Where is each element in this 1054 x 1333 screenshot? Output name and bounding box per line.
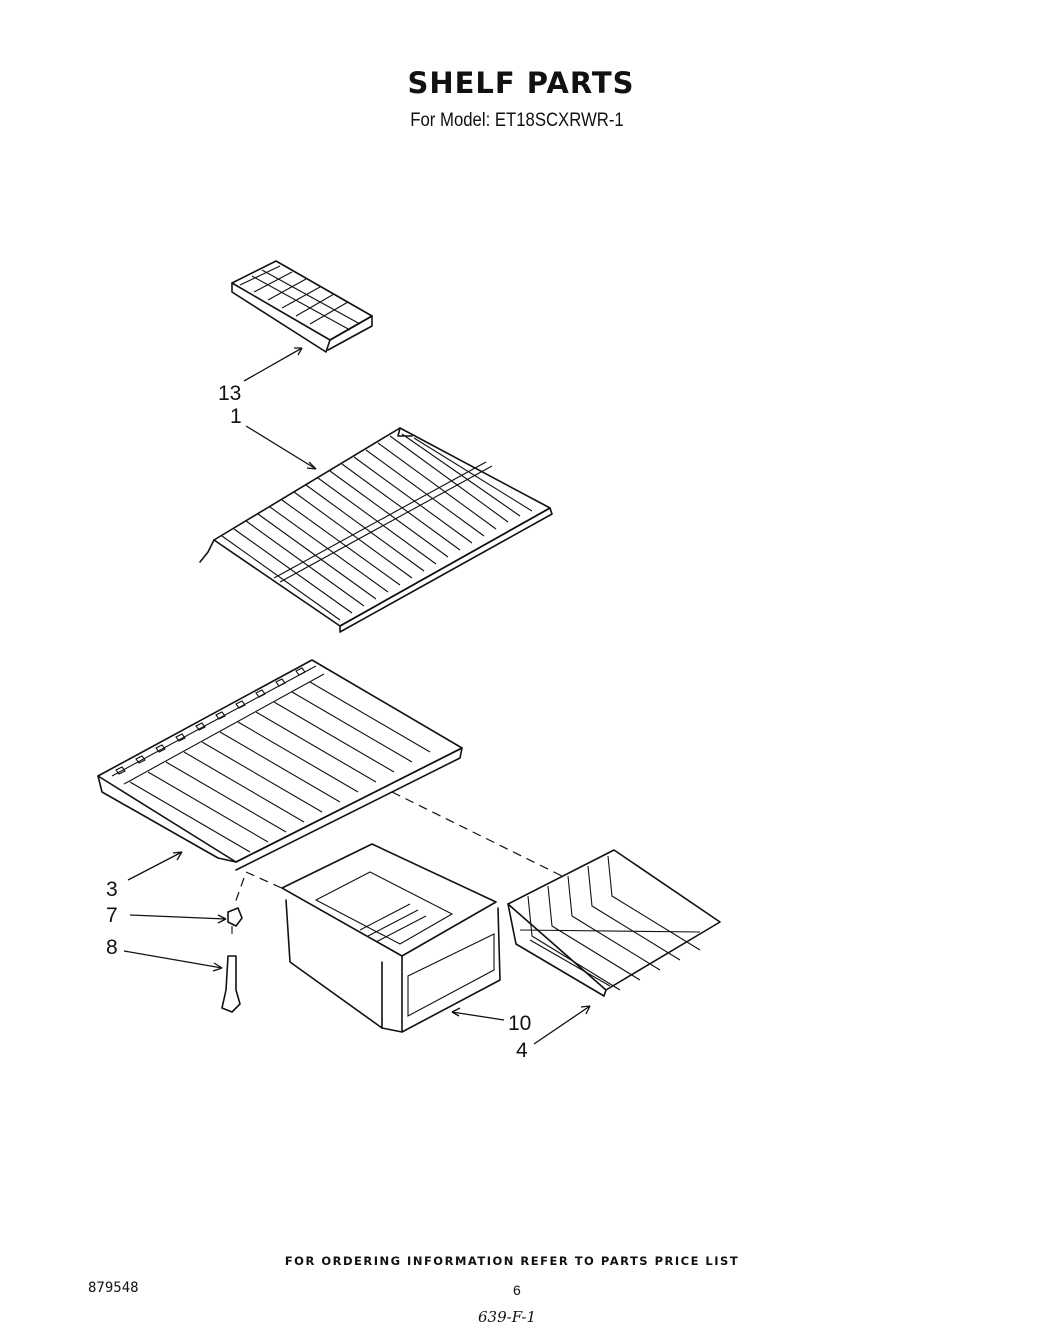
crisper-cover-part — [97, 659, 463, 871]
callout-13: 13 — [218, 382, 241, 405]
ordering-note: FOR ORDERING INFORMATION REFER TO PARTS … — [284, 1254, 740, 1268]
callout-3: 3 — [106, 878, 118, 901]
handle-part — [221, 955, 241, 1013]
page-title: SHELF PARTS — [407, 66, 635, 100]
leader-8-arrow — [212, 962, 223, 972]
wire-shelf-part — [199, 427, 553, 633]
model-subtitle: For Model: ET18SCXRWR-1 — [410, 110, 624, 131]
leader-1-arrow — [306, 461, 317, 470]
leader-7-arrow — [217, 914, 227, 924]
callout-10: 10 — [508, 1012, 531, 1035]
crisper-drawer-part — [281, 843, 501, 1033]
leader-13-arrow — [294, 347, 303, 356]
assembly-line-cover-to-drawer — [245, 871, 287, 891]
assembly-line-clip — [233, 877, 245, 907]
leader-10 — [451, 1011, 505, 1021]
callout-8: 8 — [106, 936, 118, 959]
assembly-line-cover-to-basket — [391, 791, 567, 879]
callout-4: 4 — [516, 1039, 528, 1062]
clip-part — [227, 907, 243, 934]
leader-8 — [123, 950, 223, 969]
callout-7: 7 — [106, 904, 118, 927]
leader-4-arrow — [580, 1005, 591, 1015]
leader-10-arrow — [451, 1007, 461, 1017]
leader-3 — [127, 851, 183, 881]
handwritten-code: 639-F-1 — [478, 1308, 537, 1326]
ice-tray-part — [231, 260, 373, 353]
wire-basket-part — [507, 849, 721, 997]
document-code: 879548 — [88, 1280, 139, 1296]
callout-1: 1 — [230, 405, 242, 428]
page-number: 6 — [513, 1282, 521, 1298]
leader-13 — [243, 347, 303, 382]
leader-7 — [129, 914, 227, 920]
leader-4 — [533, 1005, 591, 1045]
leader-1 — [245, 425, 317, 470]
leader-3-arrow — [172, 851, 183, 861]
